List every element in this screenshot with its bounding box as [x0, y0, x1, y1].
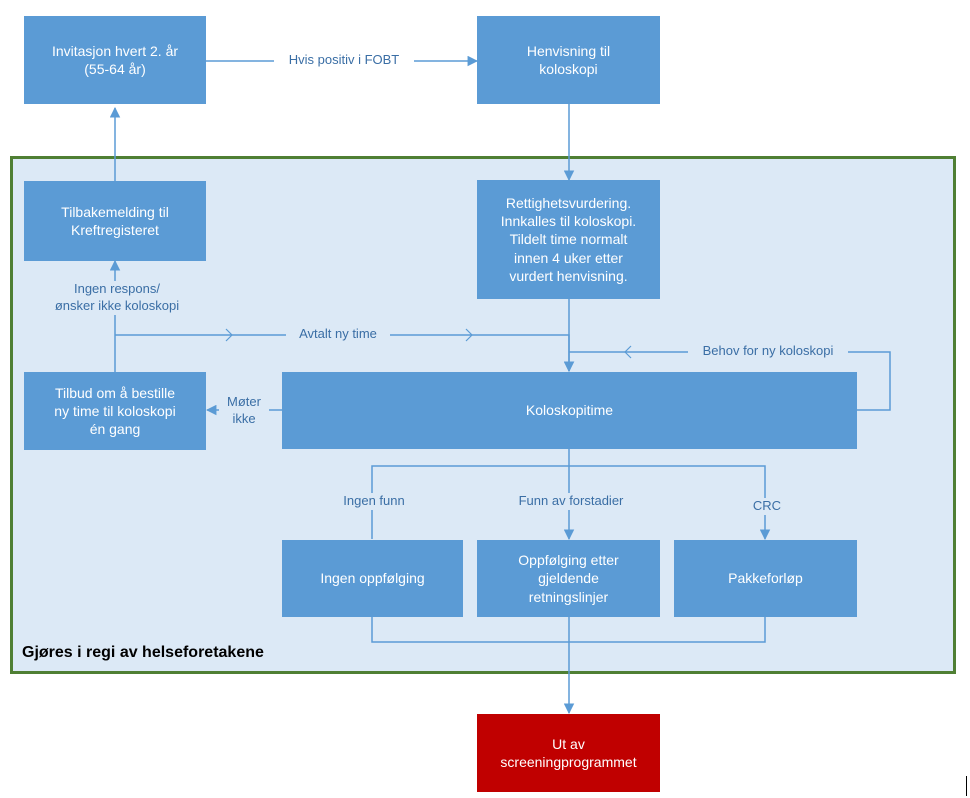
edge-label-no-findings: Ingen funn: [334, 493, 414, 510]
assessment-box: Rettighetsvurdering. Innkalles til kolos…: [477, 180, 660, 299]
text-cursor: [966, 776, 967, 796]
edge-label-no-show: Møter ikke: [219, 394, 269, 428]
feedback-box: Tilbakemelding til Kreftregisteret: [24, 181, 206, 261]
edge-label-positive-fobt: Hvis positiv i FOBT: [274, 52, 414, 69]
exit-box: Ut av screeningprogrammet: [477, 714, 660, 792]
offer-box: Tilbud om å bestille ny time til kolosko…: [24, 372, 206, 450]
no-followup-box: Ingen oppfølging: [282, 540, 463, 617]
edge-label-new-time: Avtalt ny time: [286, 326, 390, 343]
region-label: Gjøres i regi av helseforetakene: [22, 644, 264, 661]
edge-label-crc: CRC: [748, 498, 786, 515]
invitation-box: Invitasjon hvert 2. år (55-64 år): [24, 16, 206, 104]
package-box: Pakkeforløp: [674, 540, 857, 617]
appointment-box: Koloskopitime: [282, 372, 857, 449]
followup-guidelines-box: Oppfølging etter gjeldende retningslinje…: [477, 540, 660, 617]
edge-label-precursors: Funn av forstadier: [506, 493, 636, 510]
edge-label-no-response: Ingen respons/ ønsker ikke koloskopi: [45, 281, 189, 315]
edge-label-need-new: Behov for ny koloskopi: [688, 343, 848, 360]
referral-box: Henvisning til koloskopi: [477, 16, 660, 104]
